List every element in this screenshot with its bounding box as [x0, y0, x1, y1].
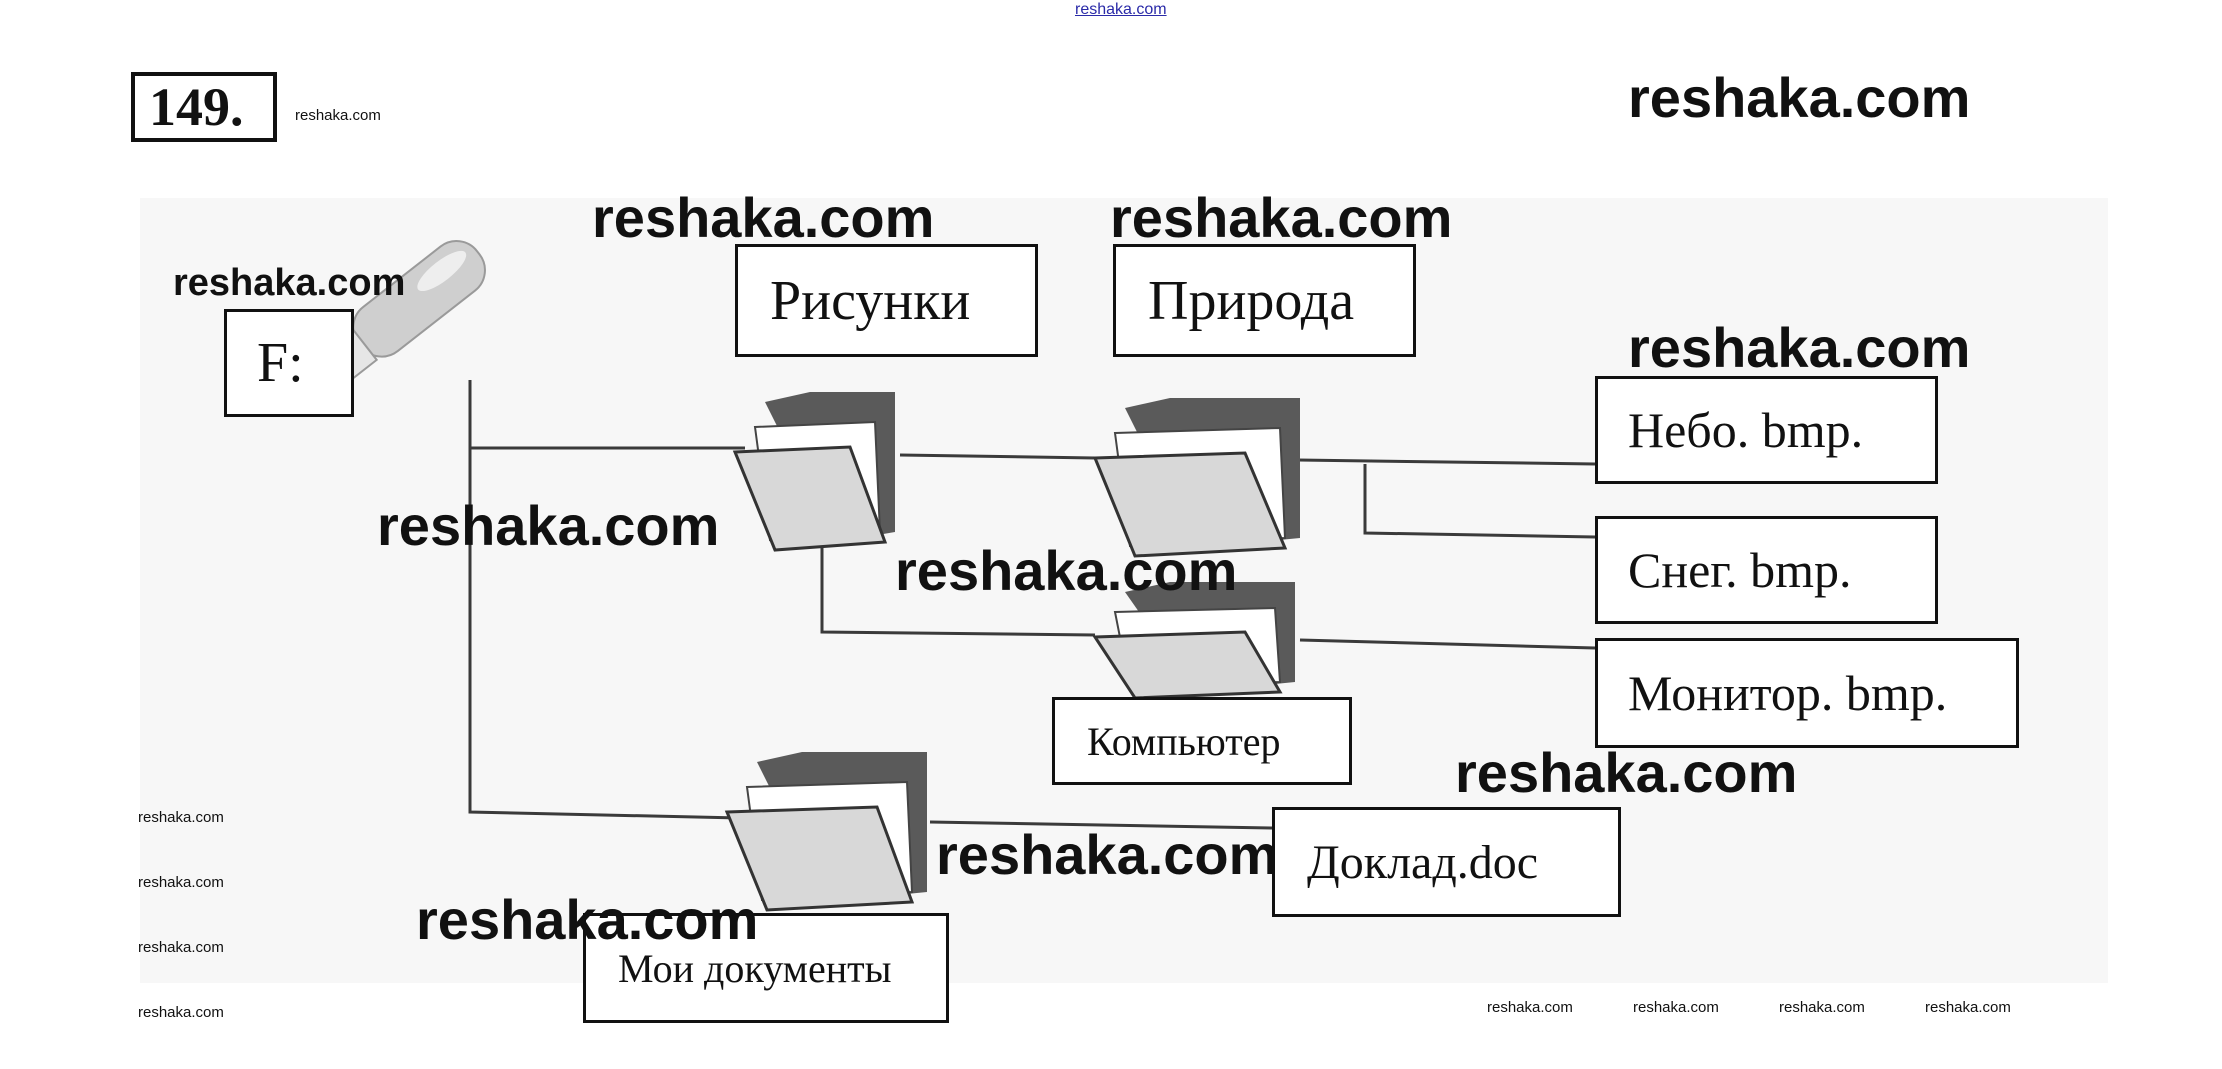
watermark-small: reshaka.com — [138, 809, 224, 826]
watermark-large: reshaka.com — [377, 494, 720, 557]
watermark-large: reshaka.com — [1628, 316, 1971, 379]
line-nature-to-snow — [1363, 464, 1596, 539]
watermark-medium: reshaka.com — [173, 262, 406, 304]
node-nature: Природа — [1113, 244, 1416, 357]
line-pictures-to-nature — [899, 453, 1096, 460]
watermark-small: reshaka.com — [295, 107, 381, 124]
node-drive-f: F: — [224, 309, 354, 417]
node-computer: Компьютер — [1052, 697, 1352, 785]
watermark-small: reshaka.com — [138, 874, 224, 891]
watermark-small: reshaka.com — [1633, 999, 1719, 1016]
node-pictures: Рисунки — [735, 244, 1038, 357]
watermark-large: reshaka.com — [592, 186, 935, 249]
watermark-small: reshaka.com — [1779, 999, 1865, 1016]
watermark-large: reshaka.com — [1455, 741, 1798, 804]
connector-lines — [468, 380, 1596, 830]
watermark-small: reshaka.com — [138, 1004, 224, 1021]
watermark-small: reshaka.com — [138, 939, 224, 956]
folder-icon-pictures — [732, 392, 895, 552]
node-report-doc: Доклад.doc — [1272, 807, 1621, 917]
node-my-documents: Мои документы — [583, 913, 949, 1023]
watermark-large: reshaka.com — [416, 888, 759, 951]
line-pictures-to-computer — [820, 540, 1096, 637]
folder-icon-my-documents — [724, 752, 927, 912]
watermark-large: reshaka.com — [1110, 186, 1453, 249]
folder-icon-nature — [1092, 398, 1300, 558]
node-monitor-bmp: Монитор. bmp. — [1595, 638, 2019, 748]
problem-number: 149. — [131, 72, 277, 142]
line-nature-to-sky — [1297, 458, 1596, 466]
watermark-large: reshaka.com — [1628, 66, 1971, 129]
watermark-large: reshaka.com — [936, 823, 1279, 886]
watermark-top-link[interactable]: reshaka.com — [1075, 1, 1167, 18]
node-sky-bmp: Небо. bmp. — [1595, 376, 1938, 484]
line-my-documents-to-report — [929, 820, 1273, 830]
line-drive-to-my-documents — [468, 380, 741, 820]
watermark-small: reshaka.com — [1925, 999, 2011, 1016]
node-snow-bmp: Снег. bmp. — [1595, 516, 1938, 624]
line-computer-to-monitor — [1299, 638, 1596, 650]
folder-icon-computer — [1092, 582, 1295, 700]
watermark-large: reshaka.com — [895, 539, 1238, 602]
watermark-small: reshaka.com — [1487, 999, 1573, 1016]
